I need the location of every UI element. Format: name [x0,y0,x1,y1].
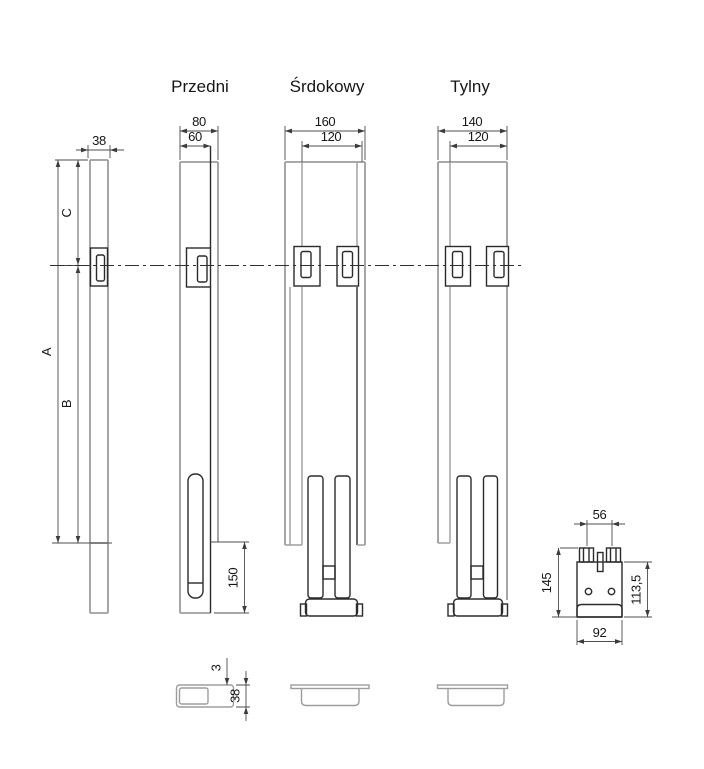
dim-left-post-width-text: 38 [92,133,106,148]
front-post-latch [185,247,212,288]
dim-bracket-tab-spacing: 56 [574,507,625,546]
label-rear-post: Tylny [450,77,490,96]
dim-middle-inner-width: 120 [301,129,363,162]
dim-rear-inner-width: 120 [449,129,507,162]
dim-section-wall-thickness-text: 3 [209,664,224,671]
dim-front-outer-width: 80 [179,114,219,160]
dim-heights-abc: C A B [39,159,112,544]
dim-front-slot-height-text: 150 [226,568,241,589]
dim-bracket-height-right-text: 113,5 [629,575,644,605]
rear-post-outline [437,161,508,600]
rear-post-latches [444,245,510,287]
dim-middle-outer-width-text: 160 [315,114,336,129]
dim-middle-outer-width: 160 [284,114,366,160]
dim-height-a-text: A [39,347,54,356]
middle-post-foot [299,598,364,617]
dim-section-height: 38 [228,671,250,721]
middle-post-section [290,684,370,707]
front-post-outline [179,146,249,614]
front-post-section [175,684,235,708]
dim-bracket-width-bottom-text: 92 [593,625,607,640]
dim-section-height-text: 38 [228,689,243,703]
dim-section-wall-thickness: 3 [209,658,230,685]
dim-front-outer-width-text: 80 [192,114,206,129]
middle-post-prongs [307,475,351,599]
dim-left-post-width: 38 [76,133,124,158]
front-post-slot [187,473,204,599]
dim-front-slot-height: 150 [226,542,247,613]
dim-height-c-text: C [59,209,74,218]
label-front-post: Przedni [171,77,229,96]
dim-bracket-height-left-text: 145 [539,573,554,594]
rear-post-section [436,684,509,707]
dim-bracket-width-bottom: 92 [576,620,623,645]
dim-height-b-text: B [59,400,74,408]
rear-post-foot [447,598,509,617]
dim-middle-inner-width-text: 120 [321,129,342,144]
dim-rear-inner-width-text: 120 [468,129,489,144]
middle-post-outline [284,161,366,546]
dim-rear-outer-width-text: 140 [462,114,483,129]
dim-front-inner-width-text: 60 [188,129,202,144]
dim-bracket-tab-spacing-text: 56 [593,507,607,522]
left-post-latch [89,247,109,287]
label-middle-post: Śrdokowy [290,77,365,96]
dim-bracket-height-right: 113,5 [624,561,652,618]
rear-post-prongs [456,475,499,599]
dim-front-inner-width: 60 [180,129,211,149]
left-post-outline [89,159,109,614]
dim-rear-outer-width: 140 [437,114,508,160]
bracket-detail [576,547,623,618]
middle-post-latches [293,245,360,287]
dim-bracket-height-left: 145 [539,547,578,618]
